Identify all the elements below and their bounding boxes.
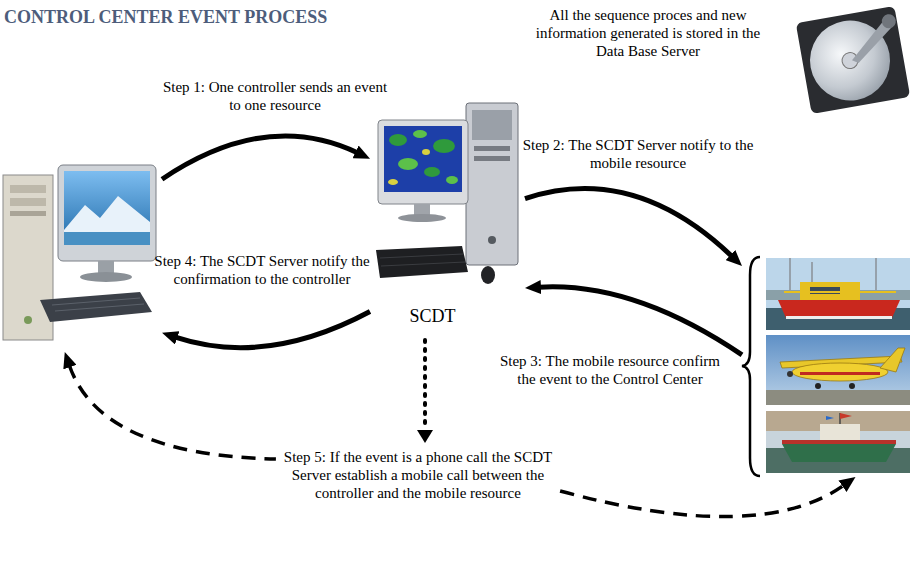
- fishing-boat-photo: [766, 411, 910, 473]
- scdt-computer: [389, 134, 407, 146]
- dotted-arrow: [417, 430, 433, 443]
- controller-computer: [64, 232, 150, 245]
- step-arrow: [175, 312, 370, 348]
- note-text: All the sequence proces and new informat…: [523, 6, 773, 60]
- step-arrow: [162, 136, 357, 179]
- step-label-box: Step 1: One controller sends an event to…: [160, 78, 390, 114]
- step-label-box: Step 5: If the event is a phone call the…: [273, 448, 563, 502]
- controller-computer: [10, 198, 46, 206]
- resources-bracket: [742, 257, 760, 476]
- call-arrow: [69, 365, 844, 516]
- boat-photo: [784, 291, 896, 293]
- boat-photo: [778, 300, 900, 318]
- scdt-computer: [381, 262, 465, 266]
- controller-computer: [80, 272, 132, 282]
- scdt-computer: [424, 167, 440, 177]
- hard-disk: [881, 13, 897, 29]
- controller-computer: [24, 316, 32, 324]
- plane-photo: [766, 335, 910, 405]
- plane-photo: [787, 371, 793, 377]
- plane-photo: [800, 372, 880, 375]
- step-label: Step 4: The SCDT Server notify the confi…: [152, 252, 372, 288]
- step-label: Step 3: The mobile resource confirm the …: [495, 352, 725, 388]
- plane-photo: [792, 363, 888, 381]
- controller-computer: [40, 292, 152, 322]
- scdt-computer: [388, 179, 398, 185]
- scdt-computer: [466, 103, 518, 265]
- controller-computer: [64, 171, 150, 245]
- step-label-box: Step 4: The SCDT Server notify the confi…: [152, 252, 372, 288]
- plane-photo: [815, 383, 821, 389]
- fishing-boat-photo: [840, 413, 852, 419]
- step-arrow: [539, 287, 742, 355]
- fishing-boat-photo: [826, 416, 834, 420]
- plane-photo: [849, 383, 855, 389]
- scdt-computer: [398, 158, 418, 170]
- plane-photo: [880, 348, 905, 372]
- controller-computer: [10, 185, 46, 193]
- boat-photo: [766, 258, 910, 330]
- step-label: Step 2: The SCDT Server notify to the mo…: [518, 136, 758, 172]
- boat-photo: [786, 316, 892, 319]
- scdt-computer: [474, 146, 510, 151]
- controller-computer: [55, 304, 144, 311]
- dotted-arrow: [417, 340, 433, 443]
- title-box: CONTROL CENTER EVENT PROCESS: [4, 6, 327, 28]
- plane-photo: [766, 390, 910, 405]
- hard-disk: [796, 6, 910, 114]
- scdt-computer: [433, 139, 455, 153]
- scdt-computer: [472, 110, 512, 140]
- scdt-server: SCDT: [370, 100, 525, 335]
- controller-computer: [3, 175, 53, 340]
- controller-computer: [52, 298, 140, 305]
- hard-disk: [796, 6, 910, 114]
- scdt-computer: [446, 176, 458, 184]
- controller-computer: [3, 165, 156, 340]
- controller-computer: [58, 165, 156, 261]
- scdt-computer: [481, 266, 495, 284]
- scdt-computer: [380, 254, 463, 258]
- diagram-title: CONTROL CENTER EVENT PROCESS: [4, 6, 327, 28]
- step-label-box: Step 2: The SCDT Server notify to the mo…: [518, 136, 758, 172]
- scdt-computer: [378, 120, 468, 204]
- controller-pc: [0, 160, 162, 352]
- scdt-computer: [398, 214, 446, 222]
- fishing-boat-photo: [820, 424, 860, 440]
- dotted-arrow: [423, 340, 427, 430]
- note-box: All the sequence proces and new informat…: [523, 6, 773, 60]
- node-label: SCDT: [370, 305, 525, 327]
- scdt-computer: [413, 130, 427, 138]
- resources-bracket: [742, 257, 760, 476]
- fishing-boat-photo: [782, 440, 896, 444]
- scdt-computer: [474, 156, 510, 161]
- fishing-boat-photo: [782, 444, 896, 462]
- boat-photo: [766, 258, 910, 330]
- step-label: Step 1: One controller sends an event to…: [160, 78, 390, 114]
- step-arrow: [525, 189, 732, 257]
- mobile-resources: [742, 255, 914, 477]
- scdt-computer: [376, 103, 518, 284]
- controller-computer: [64, 196, 150, 245]
- scdt-computer: [384, 126, 462, 192]
- controller-computer: [10, 211, 46, 216]
- fishing-boat-photo: [766, 411, 910, 473]
- step-label-box: Step 3: The mobile resource confirm the …: [495, 352, 725, 388]
- scdt-computer: [488, 236, 496, 244]
- plane-photo: [766, 335, 910, 405]
- scdt-computer: [422, 149, 430, 155]
- step-label: Step 5: If the event is a phone call the…: [273, 448, 563, 502]
- scdt-computer: [376, 246, 468, 278]
